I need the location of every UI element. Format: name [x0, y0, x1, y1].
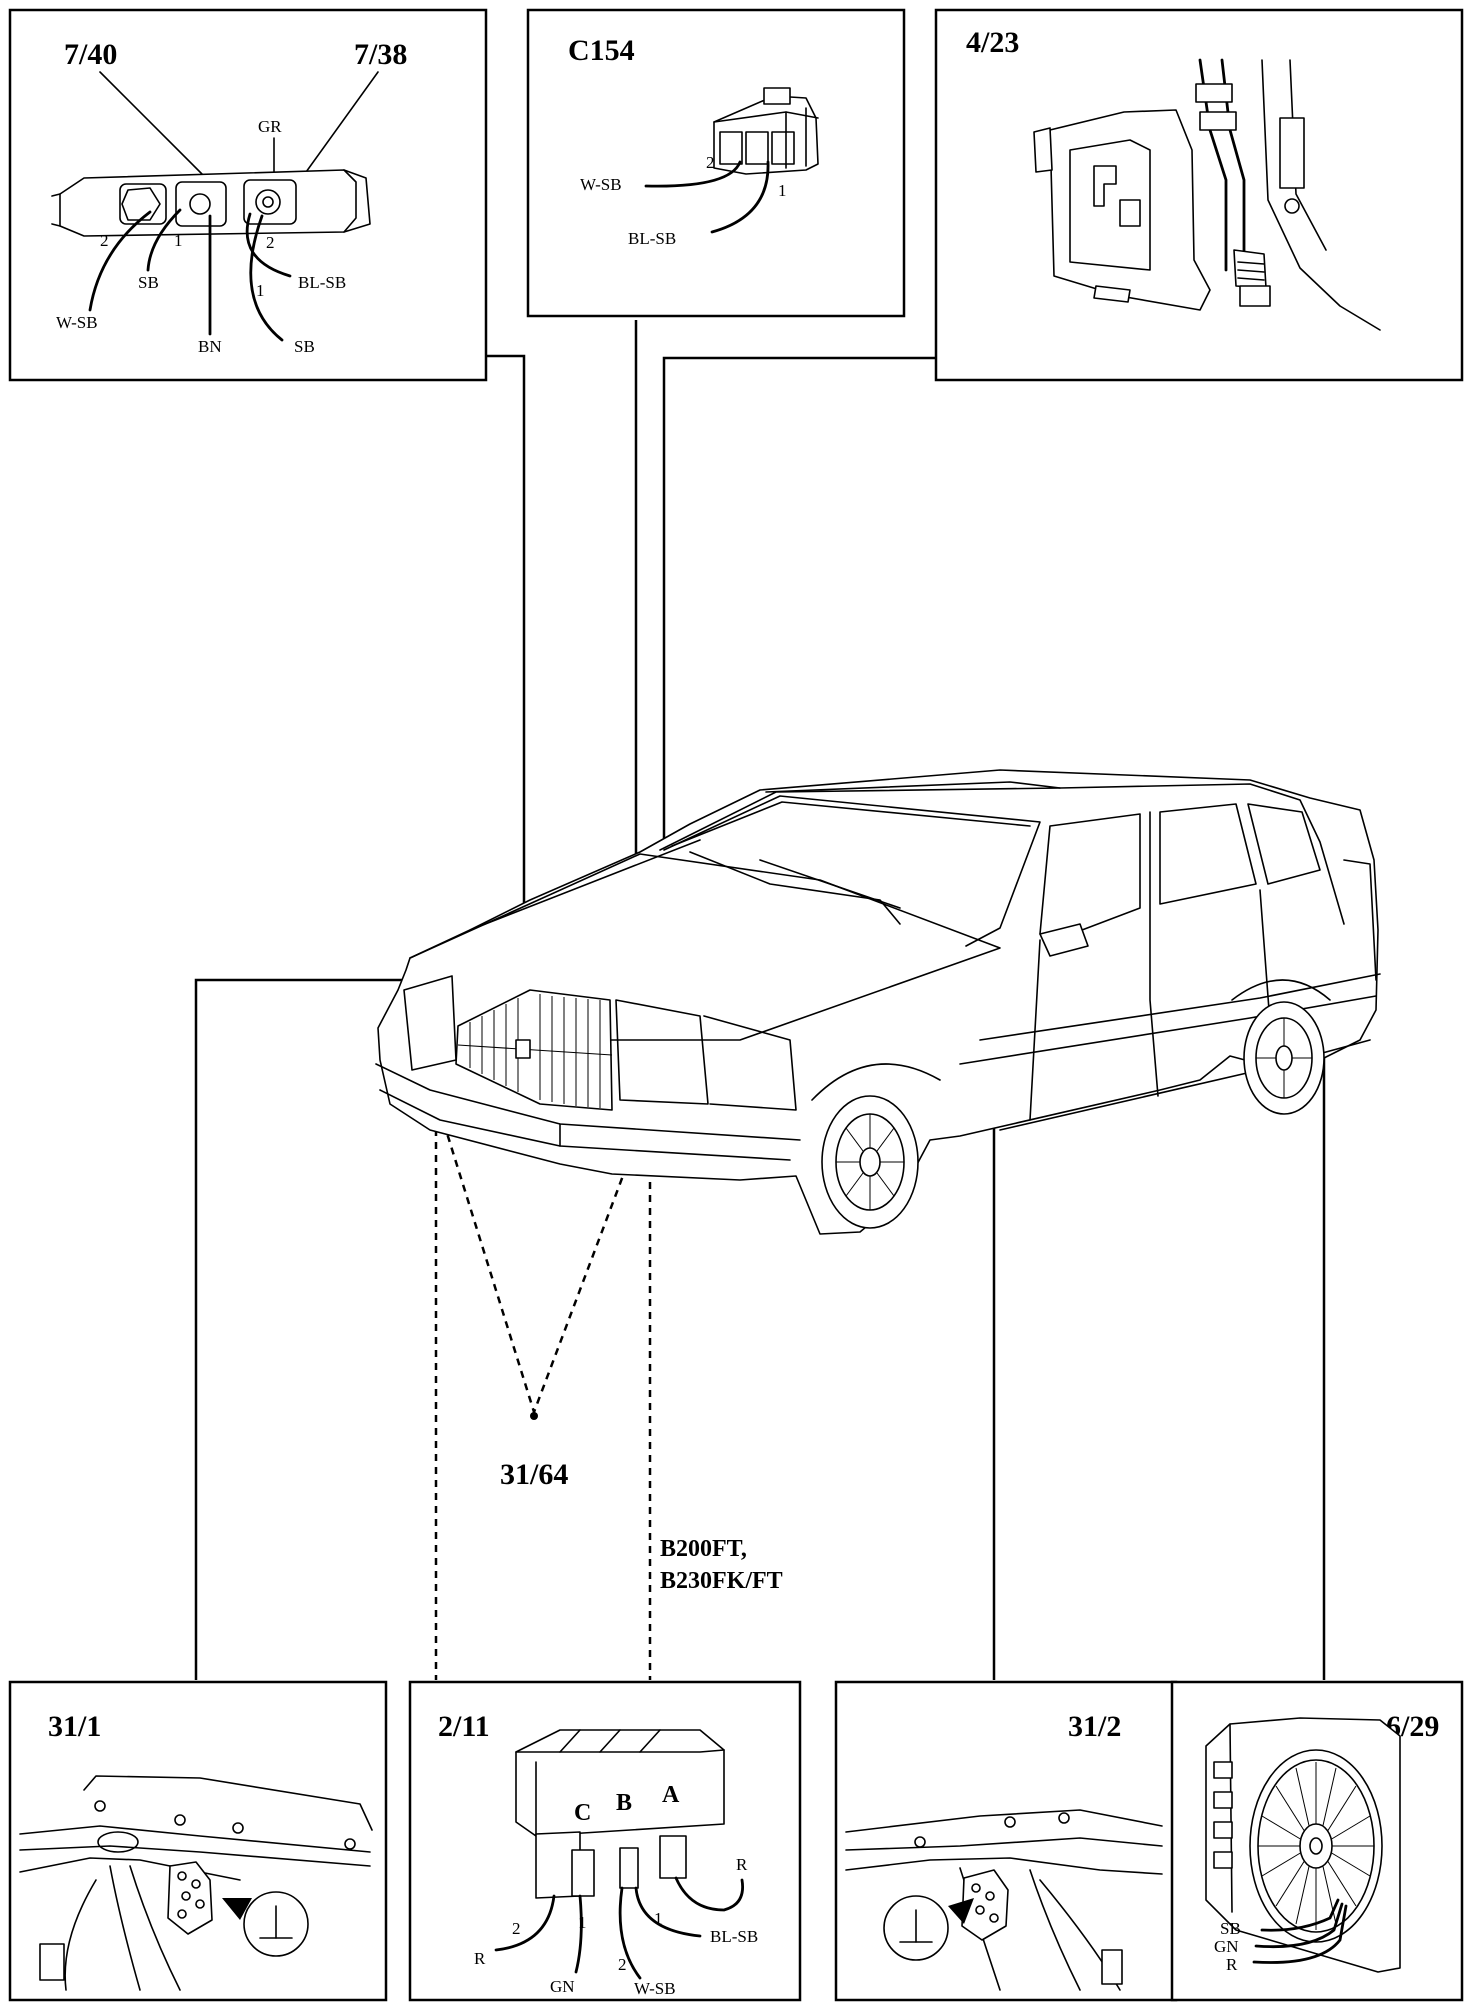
panel-relay: 2/11 C B A 2 1 2 1 R R GN W-SB BL-SB	[408, 1680, 802, 2002]
wire-label-w-sb: W-SB	[56, 313, 98, 332]
pin-label: 2	[266, 233, 275, 252]
panel-c154: C154 2 1 W-SB BL-SB	[526, 8, 906, 318]
terminal-c-label: C	[574, 1800, 591, 1826]
terminal-a-label: A	[662, 1782, 680, 1808]
relay-icon: C B A	[515, 1729, 725, 1899]
ref-31-1: 31/1	[48, 1710, 101, 1743]
ground-location-left-icon	[19, 1775, 373, 1991]
car-illustration	[375, 769, 1381, 1235]
ground-point-label: 31/64	[500, 1458, 568, 1491]
wire-label-r: R	[736, 1855, 748, 1874]
wire-label-gn: GN	[1214, 1937, 1239, 1956]
ref-2-11: 2/11	[438, 1710, 490, 1743]
pin-label: 1	[256, 281, 265, 300]
control-unit-icon	[1033, 58, 1381, 331]
ref-31-2: 31/2	[1068, 1710, 1121, 1743]
connector-c154-icon	[713, 87, 819, 175]
ref-7-38: 7/38	[354, 38, 407, 71]
ref-4-23: 4/23	[966, 26, 1019, 59]
wire-label-sb: SB	[1220, 1919, 1241, 1938]
wire-label-sb: SB	[138, 273, 159, 292]
pin-label: 2	[618, 1955, 627, 1974]
panel-control-unit: 4/23	[934, 8, 1464, 382]
pin-label: 1	[778, 181, 787, 200]
wire-label-gr: GR	[258, 117, 282, 136]
terminal-b-label: B	[616, 1790, 632, 1816]
pin-label: 1	[654, 1909, 663, 1928]
panel-ground-right: 31/2	[834, 1680, 1178, 2002]
wire-label-bl-sb: BL-SB	[298, 273, 346, 292]
engine-variant-label: B230FK/FT	[660, 1568, 783, 1594]
ref-7-40: 7/40	[64, 38, 117, 71]
pin-label: 2	[100, 231, 109, 250]
ref-c154: C154	[568, 34, 635, 67]
wire-label-r: R	[474, 1949, 486, 1968]
sensor-7-40-icon	[119, 181, 227, 227]
cooling-fan-icon	[1205, 1717, 1401, 1973]
wire-label-sb: SB	[294, 337, 315, 356]
wire-label-w-sb: W-SB	[580, 175, 622, 194]
wire-label-bn: BN	[198, 337, 222, 356]
engine-variant-label: B200FT,	[660, 1536, 747, 1562]
panel-ground-left: 31/1	[8, 1680, 388, 2002]
ground-location-right-icon	[845, 1809, 1163, 1991]
pin-label: 1	[578, 1913, 587, 1932]
wire-label-gn: GN	[550, 1977, 575, 1996]
wire-label-r: R	[1226, 1955, 1238, 1974]
wire-label-bl-sb: BL-SB	[710, 1927, 758, 1946]
pin-label: 1	[174, 231, 183, 250]
wire-label-w-sb: W-SB	[634, 1979, 676, 1998]
pin-label: 2	[706, 153, 715, 172]
wire-label-bl-sb: BL-SB	[628, 229, 676, 248]
pin-label: 2	[512, 1919, 521, 1938]
panel-sensors: 7/40 7/38 2 1 2 1 GR SB W-SB	[8, 8, 488, 382]
panel-fan: 6/29 SB GN	[1170, 1680, 1464, 2002]
sensor-7-38-icon	[243, 179, 297, 225]
